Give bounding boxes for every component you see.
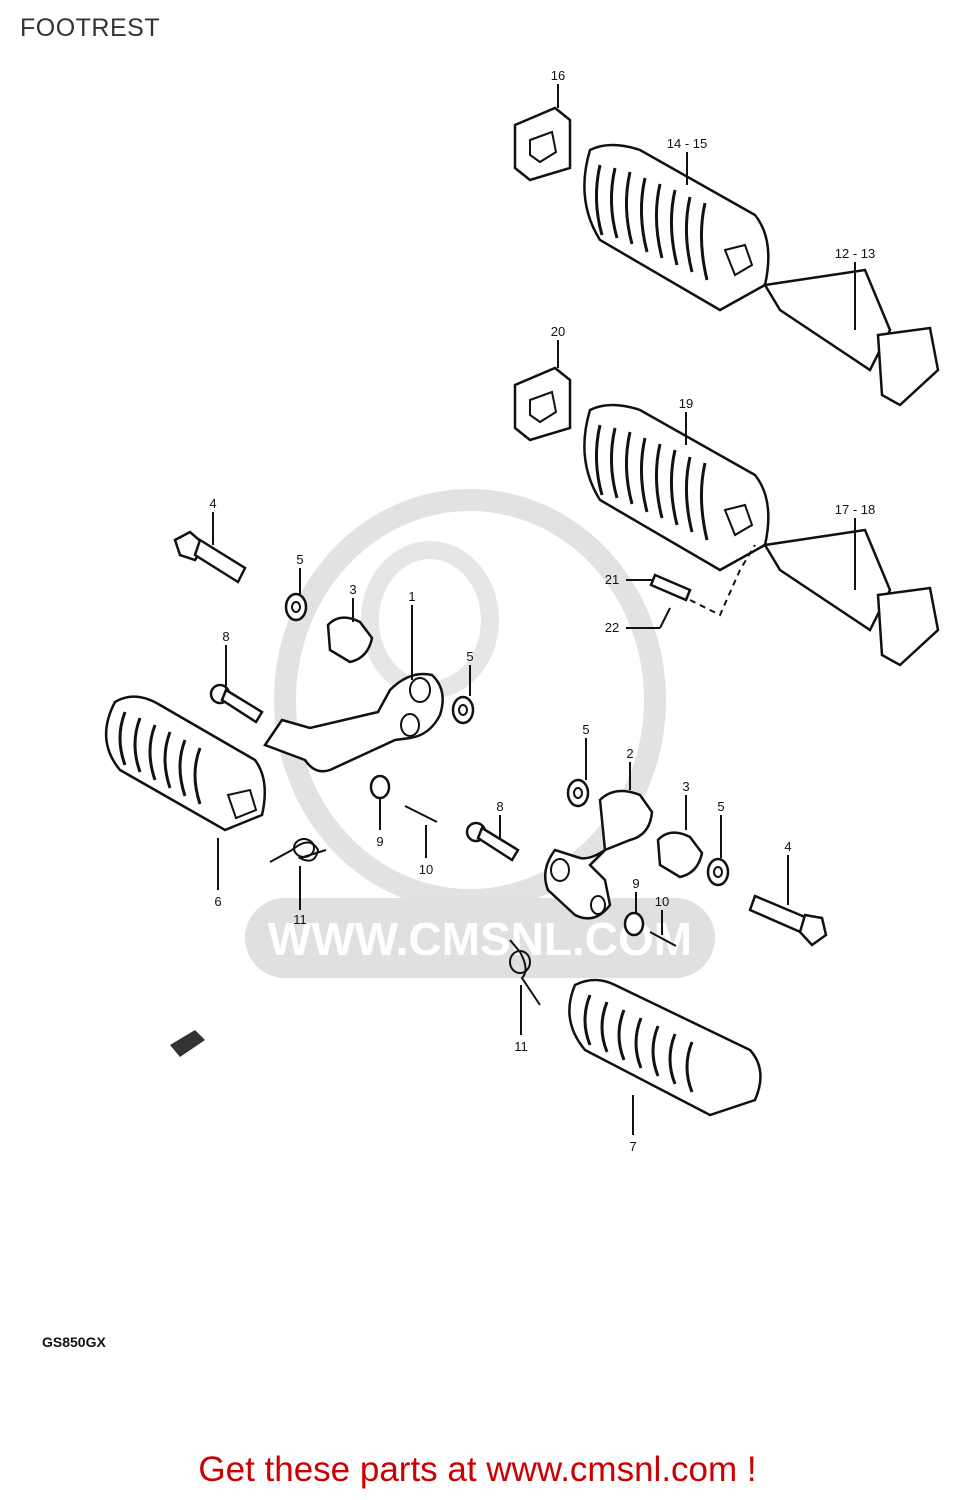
- part-5-washer-right-top: [566, 778, 590, 808]
- callout-3-left: 3: [349, 582, 356, 597]
- watermark-text: WWW.CMSNL.COM: [268, 913, 692, 965]
- part-8-pin-left: [209, 683, 264, 724]
- part-12-13-bar: [762, 268, 940, 407]
- callout-21: 21: [605, 572, 619, 587]
- part-17-18-bar: [762, 528, 940, 667]
- part-10-cotter-right: [649, 931, 677, 947]
- callout-8-left: 8: [222, 629, 229, 644]
- part-16-plate: [513, 106, 572, 182]
- part-11-spring-right: [509, 939, 541, 1006]
- callout-5-right-top: 5: [582, 722, 589, 737]
- callout-6: 6: [214, 894, 221, 909]
- page-title: FOOTREST: [20, 14, 161, 42]
- part-9-washer-right: [623, 911, 645, 937]
- part-5-washer-left-right: [451, 695, 475, 725]
- callout-5-left-right: 5: [466, 649, 473, 664]
- part-1-bracket-left: [263, 672, 444, 773]
- part-6-footrest-left: [104, 695, 267, 832]
- part-21-pin: [649, 573, 692, 602]
- model-code: GS850GX: [42, 1334, 106, 1350]
- callout-11-right: 11: [514, 1039, 528, 1054]
- callout-7: 7: [629, 1139, 636, 1154]
- callout-10-right: 10: [655, 894, 669, 909]
- part-10-cotter-left: [404, 805, 438, 823]
- part-20-plate: [513, 366, 572, 442]
- part-11-spring-left: [269, 838, 327, 863]
- callout-20: 20: [551, 324, 565, 339]
- part-3-bushing-right: [656, 831, 704, 879]
- callout-22: 22: [605, 620, 619, 635]
- part-4-bolt-left: [173, 530, 247, 584]
- part-3-bushing-left: [326, 616, 374, 664]
- callout-10-left: 10: [419, 862, 433, 877]
- part-22-clip: [659, 607, 671, 629]
- part-7-footrest-right: [568, 978, 762, 1117]
- part-2-bracket-right: [543, 789, 654, 920]
- part-8-pin-right: [465, 821, 520, 862]
- callout-17-18: 17 - 18: [835, 502, 875, 517]
- callout-9-left: 9: [376, 834, 383, 849]
- callout-4-right: 4: [784, 839, 791, 854]
- part-9-washer-left: [369, 774, 391, 800]
- callout-5-left-top: 5: [296, 552, 303, 567]
- part-5-washer-right-right: [706, 857, 730, 887]
- callout-labels: 16 14 - 15 12 - 13 20 19 17 - 18 21 22 4…: [209, 68, 875, 1154]
- part-14-15-rubber: [583, 143, 770, 312]
- callout-1: 1: [408, 589, 415, 604]
- callout-8-right: 8: [496, 799, 503, 814]
- leader-lines: [212, 84, 856, 1135]
- callout-2: 2: [626, 746, 633, 761]
- callout-5-right-right: 5: [717, 799, 724, 814]
- callout-4-left: 4: [209, 496, 216, 511]
- callout-19: 19: [679, 396, 693, 411]
- part-5-washer-left-top: [284, 592, 308, 622]
- part-19-rubber: [583, 403, 770, 572]
- callout-9-right: 9: [632, 876, 639, 891]
- direction-arrow-icon: [170, 1030, 205, 1057]
- callout-11-left: 11: [293, 912, 307, 927]
- callout-12-13: 12 - 13: [835, 246, 875, 261]
- part-4-bolt-right: [748, 894, 828, 947]
- cta-link[interactable]: Get these parts at www.cmsnl.com !: [198, 1450, 757, 1489]
- callout-14-15: 14 - 15: [667, 136, 707, 151]
- callout-3-right: 3: [682, 779, 689, 794]
- callout-16: 16: [551, 68, 565, 83]
